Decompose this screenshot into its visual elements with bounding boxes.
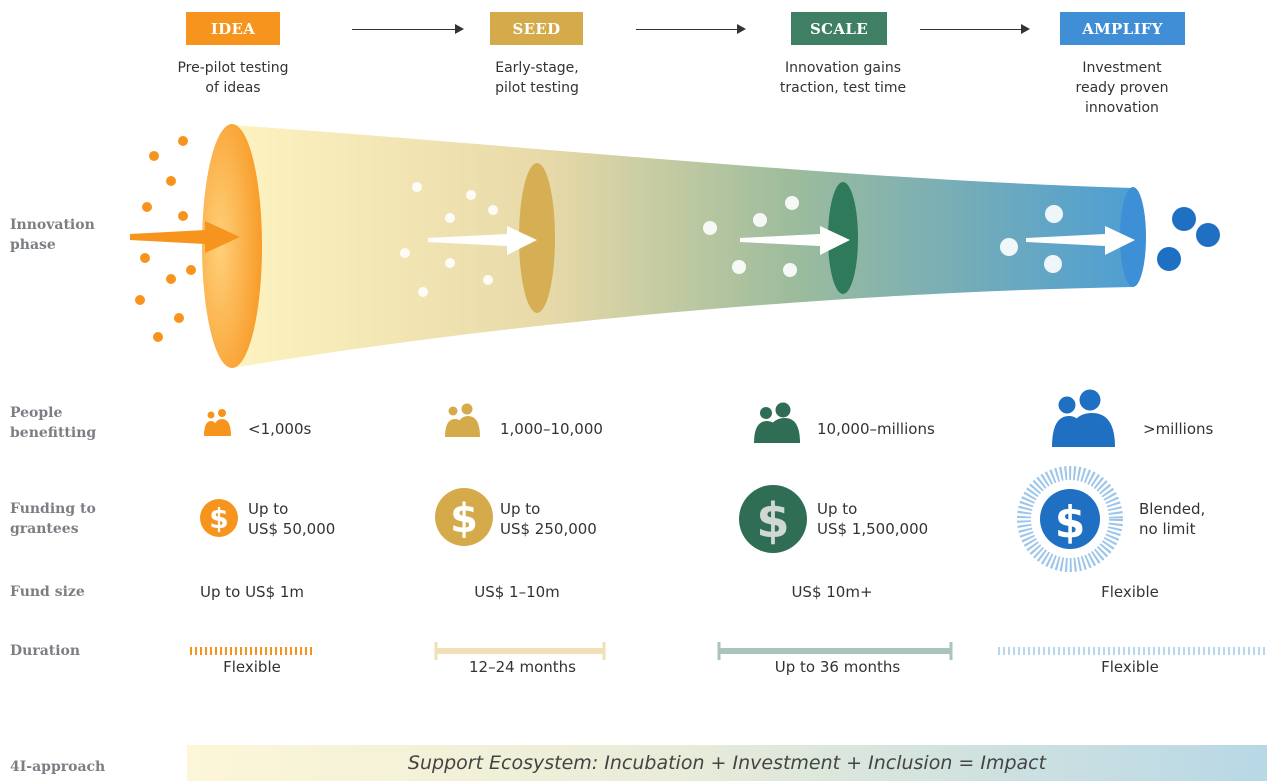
funding-line: Up to <box>817 500 858 518</box>
stage-scale-desc-line: Innovation gains <box>784 60 902 76</box>
idea-dots <box>135 136 196 342</box>
scale-dots <box>703 196 799 277</box>
stage-amplify-desc-line: Investment <box>1082 60 1162 76</box>
stage-idea-desc-line: of ideas <box>205 80 261 96</box>
svg-text:$: $ <box>450 496 478 542</box>
people-icon-scale <box>754 402 800 443</box>
people-icon-seed <box>445 403 480 437</box>
amplify-arrow-icon <box>1026 226 1135 255</box>
stage-amplify-label: AMPLIFY <box>1082 19 1163 38</box>
stage-idea-desc: Pre-pilot testing of ideas <box>133 58 333 98</box>
stage-arrowhead-1 <box>455 24 464 34</box>
duration-label-seed: 12–24 months <box>469 658 576 676</box>
scale-arrow-icon <box>740 226 850 255</box>
people-icon-amplify <box>1052 389 1115 447</box>
support-ecosystem-banner: Support Ecosystem: Incubation + Investme… <box>187 745 1267 781</box>
funding-line: US$ 1,500,000 <box>817 520 929 538</box>
stage-scale-desc-line: traction, test time <box>779 80 907 96</box>
funding-value-amplify: Blended, no limit <box>1139 499 1205 539</box>
stage-badge-idea: IDEA <box>186 12 280 45</box>
row-label-line: grantees <box>10 521 79 537</box>
people-icon-idea <box>204 409 231 436</box>
funding-line: Up to <box>500 500 541 518</box>
row-label-duration: Duration <box>10 643 81 659</box>
duration-label-amplify: Flexible <box>1101 658 1159 676</box>
stage-idea-desc-line: Pre-pilot testing <box>177 60 289 76</box>
fund-size-amplify: Flexible <box>1101 583 1159 601</box>
row-label-line: Funding to <box>10 501 96 517</box>
support-ecosystem-text: Support Ecosystem: Incubation + Investme… <box>407 752 1047 774</box>
dollar-coin-icon-seed: $ <box>435 488 493 546</box>
row-label-line: People <box>10 405 63 421</box>
row-label-line: Innovation <box>10 217 95 233</box>
row-label-funding: Funding to grantees <box>10 499 96 539</box>
fund-size-idea: Up to US$ 1m <box>199 583 305 601</box>
stage-arrowhead-2 <box>737 24 746 34</box>
funding-line: US$ 250,000 <box>500 520 597 538</box>
stage-badge-seed: SEED <box>490 12 583 45</box>
dollar-coin-icon-scale: $ <box>739 485 807 553</box>
funding-line: Up to <box>248 500 289 518</box>
funding-value-idea: Up to US$ 50,000 <box>248 499 335 539</box>
seed-disc <box>519 163 555 313</box>
duration-bar-scale <box>717 642 953 660</box>
duration-bar-seed <box>434 642 606 660</box>
duration-label-scale: Up to 36 months <box>774 658 901 676</box>
output-dots <box>1157 207 1220 271</box>
funding-value-seed: Up to US$ 250,000 <box>500 499 597 539</box>
seed-dots <box>400 182 498 297</box>
seed-arrow-icon <box>428 226 537 255</box>
svg-text:$: $ <box>209 502 228 535</box>
stage-arrow-3 <box>920 29 1024 30</box>
stage-seed-desc-line: pilot testing <box>495 80 579 96</box>
people-value-seed: 1,000–10,000 <box>500 420 603 438</box>
people-value-scale: 10,000–millions <box>817 420 935 438</box>
stage-arrow-2 <box>636 29 740 30</box>
stage-seed-desc: Early-stage, pilot testing <box>437 58 637 98</box>
row-label-innovation-phase: Innovation phase <box>10 215 95 255</box>
stage-seed-label: SEED <box>512 19 561 38</box>
row-label-fund-size: Fund size <box>10 584 85 600</box>
funnel-body <box>232 125 1133 368</box>
row-label-4i-approach: 4I-approach <box>10 759 106 775</box>
stage-scale-desc: Innovation gains traction, test time <box>743 58 943 98</box>
stage-badge-amplify: AMPLIFY <box>1060 12 1185 45</box>
fund-size-seed: US$ 1–10m <box>474 583 560 601</box>
row-label-people: People benefitting <box>10 403 96 443</box>
stage-amplify-desc: Investment ready proven innovation <box>1022 58 1222 118</box>
row-label-line: phase <box>10 237 56 253</box>
stage-idea-label: IDEA <box>210 19 256 38</box>
row-label-line: benefitting <box>10 425 97 441</box>
amplify-dots <box>1000 205 1063 273</box>
dollar-coin-icon-amplify: $ <box>1017 466 1123 572</box>
amplify-disc <box>1120 187 1146 287</box>
funding-line: no limit <box>1139 520 1196 538</box>
duration-label-idea: Flexible <box>223 658 281 676</box>
people-value-amplify: >millions <box>1143 420 1214 438</box>
stage-badge-scale: SCALE <box>791 12 887 45</box>
stage-seed-desc-line: Early-stage, <box>495 60 579 76</box>
stage-amplify-desc-line: ready proven <box>1075 80 1169 96</box>
funding-line: US$ 50,000 <box>248 520 336 538</box>
svg-text:$: $ <box>1055 497 1086 548</box>
people-value-idea: <1,000s <box>248 420 312 438</box>
idea-arrow-icon <box>130 221 240 253</box>
stage-arrowhead-3 <box>1021 24 1030 34</box>
stage-scale-label: SCALE <box>810 19 868 38</box>
idea-disc <box>202 124 262 368</box>
dollar-coin-icon-idea: $ <box>200 499 238 537</box>
fund-size-scale: US$ 10m+ <box>791 583 873 601</box>
svg-text:$: $ <box>756 493 789 549</box>
stage-arrow-1 <box>352 29 458 30</box>
stage-amplify-desc-line: innovation <box>1085 100 1159 116</box>
funding-value-scale: Up to US$ 1,500,000 <box>817 499 928 539</box>
funding-line: Blended, <box>1139 500 1206 518</box>
